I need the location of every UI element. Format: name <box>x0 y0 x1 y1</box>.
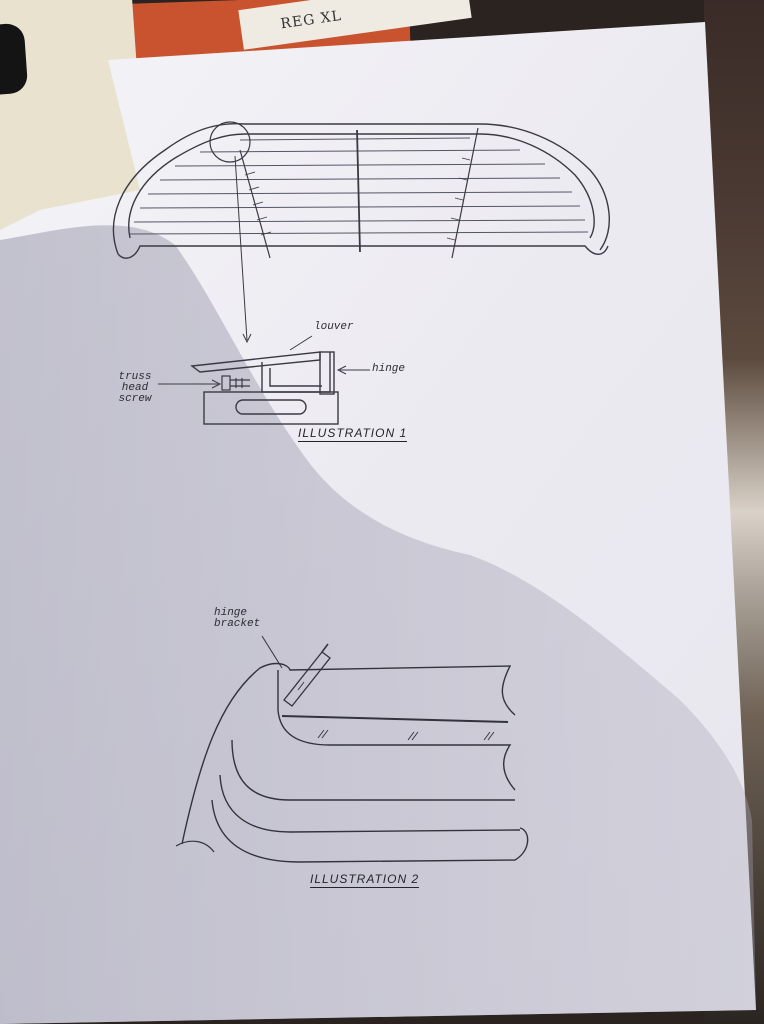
detail-arrowhead <box>242 333 252 344</box>
hinge-ticks <box>244 157 471 241</box>
hinge-detail-drawing <box>158 335 370 425</box>
hinge-leaf <box>319 351 335 395</box>
hand-shadow <box>0 225 756 1024</box>
bracket-corner <box>175 840 215 853</box>
right-hinge-strip <box>451 127 479 259</box>
lower-rail-3 <box>211 799 529 863</box>
bracket-tool-tip <box>321 643 329 653</box>
louver-frame-drawing <box>112 121 610 344</box>
label-hinge-bracket: hinge bracket <box>214 607 261 630</box>
screw-arrowhead <box>211 379 222 389</box>
caption-illustration-2: ILLUSTRATION 2 <box>310 872 420 888</box>
frame-outer-arc <box>112 122 610 255</box>
center-divider <box>356 129 361 253</box>
bracket-detail-drawing <box>175 635 529 863</box>
louver-top-edge <box>281 715 509 723</box>
base-block <box>203 391 339 425</box>
frame-inner-arc <box>128 133 595 239</box>
frame-top-profile <box>181 662 516 845</box>
detail-pointer-line <box>234 155 248 341</box>
frame-bottom-rail <box>117 245 609 259</box>
label-louver: louver <box>314 321 354 333</box>
bracket-pointer <box>261 635 283 669</box>
detail-callout-circle <box>209 121 251 163</box>
lower-rail-1 <box>231 739 515 801</box>
louver-pointer <box>289 335 313 351</box>
truss-screw <box>221 375 250 391</box>
hinge-arrowhead <box>336 365 347 375</box>
frame-inner-profile <box>277 670 516 791</box>
label-hinge: hinge <box>372 363 406 375</box>
caption-illustration-1: ILLUSTRATION 1 <box>298 426 408 442</box>
bracket-tool <box>283 651 331 707</box>
label-truss-head-screw: truss head screw <box>118 371 152 405</box>
lower-rail-2 <box>219 774 521 833</box>
base-slot <box>235 399 307 415</box>
